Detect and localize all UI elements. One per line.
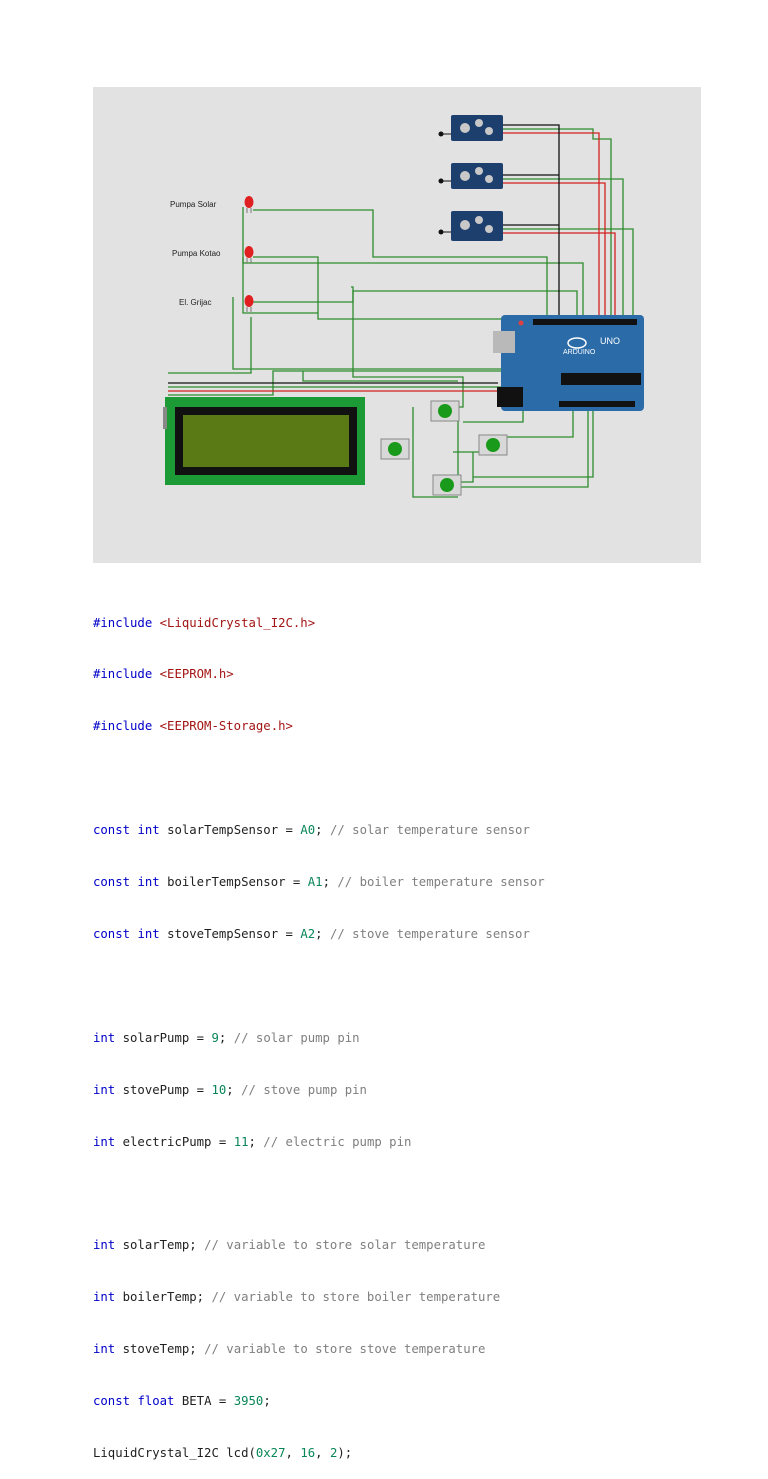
code-line: int stoveTemp; // variable to store stov… <box>93 1342 486 1357</box>
temp-sensor-3 <box>438 211 503 241</box>
push-button-4 <box>432 474 462 496</box>
code-line: #include <LiquidCrystal_I2C.h> <box>93 615 316 630</box>
code-line: #include <EEPROM-Storage.h> <box>93 719 293 734</box>
arduino-uno-board: ARDUINO UNO <box>493 315 644 411</box>
board-model: UNO <box>600 336 620 346</box>
circuit-diagram: Pumpa Solar Pumpa Kotao El. Grijac ARDUI… <box>93 87 701 563</box>
red-wires <box>168 132 616 392</box>
code-line: int stovePump = 10; // stove pump pin <box>93 1082 367 1097</box>
code-line: const int boilerTempSensor = A1; // boil… <box>93 875 545 890</box>
label-pumpa-solar: Pumpa Solar <box>170 200 217 209</box>
circuit-svg: Pumpa Solar Pumpa Kotao El. Grijac ARDUI… <box>163 115 644 498</box>
temp-sensor-2 <box>438 163 503 189</box>
code-line: LiquidCrystal_I2C lcd(0x27, 16, 2); <box>93 1445 353 1460</box>
led-el-grijac <box>244 295 254 312</box>
blank-line <box>93 770 701 787</box>
code-line: int boilerTemp; // variable to store boi… <box>93 1290 501 1305</box>
code-line: int solarTemp; // variable to store sola… <box>93 1238 486 1253</box>
lcd-display <box>163 397 365 485</box>
code-line: const int stoveTempSensor = A2; // stove… <box>93 926 530 941</box>
code-line: #include <EEPROM.h> <box>93 667 234 682</box>
push-button-3 <box>478 434 508 456</box>
black-wires <box>168 124 560 384</box>
code-line: int solarPump = 9; // solar pump pin <box>93 1030 360 1045</box>
label-pumpa-kotao: Pumpa Kotao <box>172 249 221 258</box>
push-button-2 <box>380 438 410 460</box>
push-button-1 <box>430 400 460 422</box>
label-el-grijac: El. Grijac <box>179 298 211 307</box>
led-pumpa-kotao <box>244 246 254 263</box>
code-line: const int solarTempSensor = A0; // solar… <box>93 823 530 838</box>
led-pumpa-solar <box>244 196 254 213</box>
code-line: const float BETA = 3950; <box>93 1393 271 1408</box>
temp-sensor-1 <box>438 115 503 141</box>
blank-line <box>93 978 701 995</box>
code-block: #include <LiquidCrystal_I2C.h> #include … <box>93 580 701 1479</box>
code-line: int electricPump = 11; // electric pump … <box>93 1134 412 1149</box>
blank-line <box>93 1185 701 1202</box>
board-brand: ARDUINO <box>563 349 596 356</box>
